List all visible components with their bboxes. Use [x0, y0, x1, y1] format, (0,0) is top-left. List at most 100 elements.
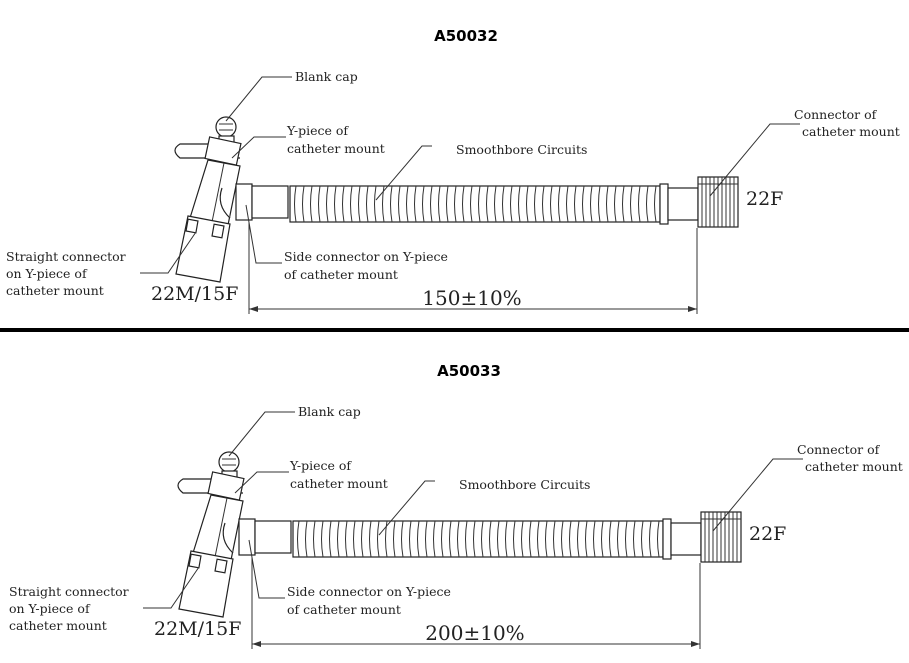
tube-ring: [550, 185, 553, 223]
tube-ring: [350, 185, 353, 223]
straight-connector-tab: [214, 558, 228, 574]
label-straight: catheter mount: [9, 618, 107, 633]
tube-ring: [593, 520, 596, 558]
y-piece-body: [189, 159, 241, 226]
diagram-title: A50032: [434, 27, 498, 45]
tube-ring: [534, 185, 537, 223]
label-side: of catheter mount: [287, 602, 401, 617]
label-connector: Connector of: [794, 107, 878, 122]
label-length: 200±10%: [425, 621, 524, 645]
tube-ring: [486, 185, 489, 223]
tube-ring: [385, 520, 388, 558]
label-straight: on Y-piece of: [6, 266, 88, 281]
tube-ring: [361, 520, 364, 558]
tube-ring: [321, 520, 324, 558]
straight-connector-tab: [185, 218, 199, 234]
tube-ring: [505, 520, 508, 558]
tube-ring: [630, 185, 633, 223]
label-connector: Connector of: [797, 442, 881, 457]
label-connector: catheter mount: [805, 459, 903, 474]
straight-connector-tab: [211, 223, 225, 239]
tube-ring: [369, 520, 372, 558]
side-connector-curve: [219, 187, 231, 219]
label-blank-cap: Blank cap: [298, 404, 361, 419]
blank-cap-collar: [204, 136, 242, 166]
tube-ring: [617, 520, 620, 558]
tube-end-cuff: [659, 183, 669, 225]
label-straight-size: 22M/15F: [151, 283, 238, 305]
y-piece-body: [192, 494, 244, 561]
tube-ring: [566, 185, 569, 223]
tube-ring: [654, 185, 657, 223]
label-length: 150±10%: [422, 286, 521, 310]
tube-end-sleeve: [667, 187, 699, 221]
leader-connector: [712, 458, 803, 532]
side-connector-sleeve: [251, 185, 289, 219]
tube-ring: [494, 185, 497, 223]
label-smoothbore: Smoothbore Circuits: [459, 477, 590, 492]
tube-ring: [473, 520, 476, 558]
tube-ring: [337, 520, 340, 558]
label-connector-size: 22F: [749, 523, 786, 545]
leader-smoothbore: [375, 145, 432, 201]
tube-ring: [454, 185, 457, 223]
label-side: Side connector on Y-piece: [284, 249, 448, 264]
dimension-arrow-left: [249, 306, 258, 312]
label-straight: Straight connector: [6, 249, 126, 264]
tube-ring: [497, 520, 500, 558]
tube-ring: [558, 185, 561, 223]
label-y-piece: Y-piece of: [289, 458, 352, 473]
tube-ring: [310, 185, 313, 223]
tube-ring: [529, 520, 532, 558]
tube-ring: [649, 520, 652, 558]
leader-straight: [143, 566, 200, 609]
tube-ring: [574, 185, 577, 223]
tube-ring: [334, 185, 337, 223]
tube-ring: [393, 520, 396, 558]
tube-ring: [318, 185, 321, 223]
tube-ring: [513, 520, 516, 558]
tube-end-cuff: [662, 518, 672, 560]
tube-ring: [582, 185, 585, 223]
tube-ring: [326, 185, 329, 223]
leader-connector: [709, 123, 800, 197]
tube-ring: [633, 520, 636, 558]
tube-ring: [510, 185, 513, 223]
tube-ring: [585, 520, 588, 558]
tube-ring: [417, 520, 420, 558]
tube-ring: [313, 520, 316, 558]
tube-ring: [441, 520, 444, 558]
side-connector-ring: [235, 183, 253, 221]
leader-y-piece: [234, 471, 289, 494]
tube-ring: [390, 185, 393, 223]
tube-ring: [382, 185, 385, 223]
tube-ring: [422, 185, 425, 223]
label-straight-size: 22M/15F: [154, 618, 241, 640]
tube-ring: [537, 520, 540, 558]
leader-y-piece: [231, 136, 286, 159]
tube-ring: [481, 520, 484, 558]
tube-ring: [577, 520, 580, 558]
tube-ring: [609, 520, 612, 558]
tube-ring: [353, 520, 356, 558]
y-piece-seam: [211, 162, 225, 223]
blank-cap-knob: [215, 116, 237, 138]
tube-ring: [446, 185, 449, 223]
dimension-arrow-left: [252, 641, 261, 647]
leader-blank-cap: [225, 76, 292, 122]
label-smoothbore: Smoothbore Circuits: [456, 142, 587, 157]
tube-ring: [462, 185, 465, 223]
tube-ring: [542, 185, 545, 223]
tube-ring: [521, 520, 524, 558]
tube-ring: [465, 520, 468, 558]
label-y-piece: catheter mount: [290, 476, 388, 491]
label-side: Side connector on Y-piece: [287, 584, 451, 599]
tube-ring: [646, 185, 649, 223]
tube-ring: [518, 185, 521, 223]
straight-connector-tab: [188, 553, 202, 569]
tube-ring: [641, 520, 644, 558]
smoothbore-tube: [289, 185, 661, 223]
tube-ring: [657, 520, 660, 558]
smoothbore-tube: [292, 520, 664, 558]
